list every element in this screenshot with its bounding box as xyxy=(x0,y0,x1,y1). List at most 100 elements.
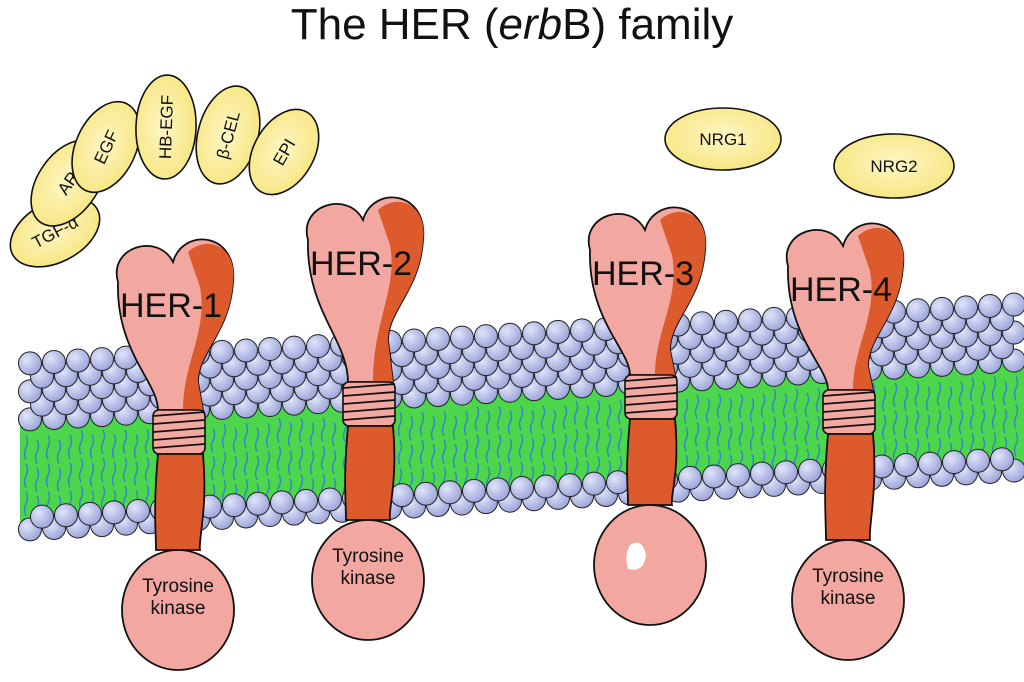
lipid-tail xyxy=(276,418,282,443)
lipid-head xyxy=(570,318,594,343)
lipid-tail xyxy=(265,450,271,476)
lipid-tail xyxy=(254,427,260,453)
lipid-tail xyxy=(100,485,106,511)
lipid-tail xyxy=(89,434,95,460)
lipid-tail xyxy=(111,462,117,487)
lipid-head xyxy=(774,460,798,485)
receptor-label: HER-3 xyxy=(592,255,694,293)
kinase-domain xyxy=(791,539,905,661)
lipid-tail xyxy=(408,416,414,441)
lipid-tail xyxy=(980,409,986,434)
lipid-tail xyxy=(463,411,469,436)
neuregulin-ligands: NRG1 NRG2 xyxy=(664,107,955,199)
kinase-label: Tyrosine xyxy=(142,576,214,597)
lipid-tail xyxy=(232,455,238,481)
svg-text:NRG2: NRG2 xyxy=(870,157,917,176)
lipid-tail xyxy=(947,386,953,411)
lipid-head xyxy=(90,347,114,372)
lipid-tail xyxy=(892,382,898,407)
lipid-tail xyxy=(738,421,744,447)
lipid-tail xyxy=(551,437,557,463)
lipid-tail xyxy=(221,423,227,449)
lipid-tail xyxy=(287,450,293,476)
lipid-head xyxy=(978,293,1002,318)
lipid-head xyxy=(30,504,54,529)
lipid-head xyxy=(282,335,306,360)
lipid-tail xyxy=(276,446,282,471)
lipid-head xyxy=(930,296,954,321)
receptor-her-3: HER-3 xyxy=(587,206,707,626)
lipid-tail xyxy=(56,439,62,464)
lipid-tail xyxy=(903,414,909,440)
lipid-head xyxy=(474,324,498,349)
lipid-tail xyxy=(694,422,700,447)
extracellular-shading xyxy=(183,243,234,410)
lipid-tail xyxy=(419,439,425,465)
lipid-tail xyxy=(936,409,942,435)
lipid-head xyxy=(78,501,102,526)
lipid-tail xyxy=(210,428,216,453)
ligand-egf: EGF xyxy=(71,100,141,194)
lipid-tail xyxy=(23,491,29,516)
lipid-tail xyxy=(980,381,986,406)
extracellular-shading xyxy=(373,201,424,382)
lipid-tail xyxy=(551,409,557,435)
lipid-tail xyxy=(408,444,414,469)
svg-text:NRG1: NRG1 xyxy=(699,130,746,149)
lipid-tail xyxy=(815,387,821,413)
transmembrane-helix xyxy=(152,409,206,455)
transmembrane-helix xyxy=(342,381,396,427)
intracellular-stalk xyxy=(824,433,876,541)
lipid-head xyxy=(954,295,978,320)
lipid-tail xyxy=(23,463,29,488)
lipid-tail xyxy=(727,398,733,423)
lipid-tail xyxy=(463,439,469,464)
lipid-tail xyxy=(540,405,546,431)
kinase-domain xyxy=(593,504,707,626)
lipid-tail xyxy=(705,426,711,452)
lipid-tail xyxy=(947,414,953,439)
lipid-tail xyxy=(969,404,975,430)
lipid-tail xyxy=(78,486,84,511)
lipid-tail xyxy=(969,376,975,402)
lipid-head xyxy=(990,447,1014,472)
lipid-tail xyxy=(705,398,711,424)
egf-ligands: TGF-α AR EGF HB-EGF β-CEL EPI xyxy=(9,74,320,268)
lipid-tail xyxy=(760,393,766,418)
ligand-nrg2: NRG2 xyxy=(833,133,955,199)
lipid-head xyxy=(294,488,318,513)
lipid-tail xyxy=(221,451,227,477)
receptor-label: HER-1 xyxy=(120,287,222,325)
lipid-head xyxy=(414,481,438,506)
lipid-head xyxy=(1002,292,1024,317)
lipid-tail xyxy=(881,415,887,440)
lipid-tail xyxy=(958,409,964,435)
lipid-tail xyxy=(771,416,777,442)
lipid-tail xyxy=(925,414,931,440)
lipid-tail xyxy=(287,422,293,448)
lipid-head xyxy=(486,477,510,502)
lipid-tail xyxy=(430,415,436,441)
lipid-head xyxy=(966,448,990,473)
lipid-tail xyxy=(89,462,95,488)
lipid-tail xyxy=(100,429,106,455)
lipid-tail xyxy=(925,386,931,412)
lipid-tail xyxy=(518,405,524,431)
lipid-head xyxy=(510,475,534,500)
lipid-head xyxy=(762,306,786,331)
lipid-tail xyxy=(903,386,909,412)
lipid-tail xyxy=(617,399,623,425)
kinase-label: kinase xyxy=(151,598,206,619)
lipid-tail xyxy=(991,376,997,402)
receptor-label: HER-4 xyxy=(790,271,892,309)
lipid-head xyxy=(738,308,762,333)
lipid-tail xyxy=(45,463,51,488)
lipid-tail xyxy=(397,411,403,437)
ligand-nrg1: NRG1 xyxy=(664,107,782,171)
kinase-label: kinase xyxy=(821,588,876,609)
intracellular-stalk xyxy=(626,418,678,506)
lipid-tail xyxy=(595,400,601,425)
lipid-tail xyxy=(56,467,62,492)
